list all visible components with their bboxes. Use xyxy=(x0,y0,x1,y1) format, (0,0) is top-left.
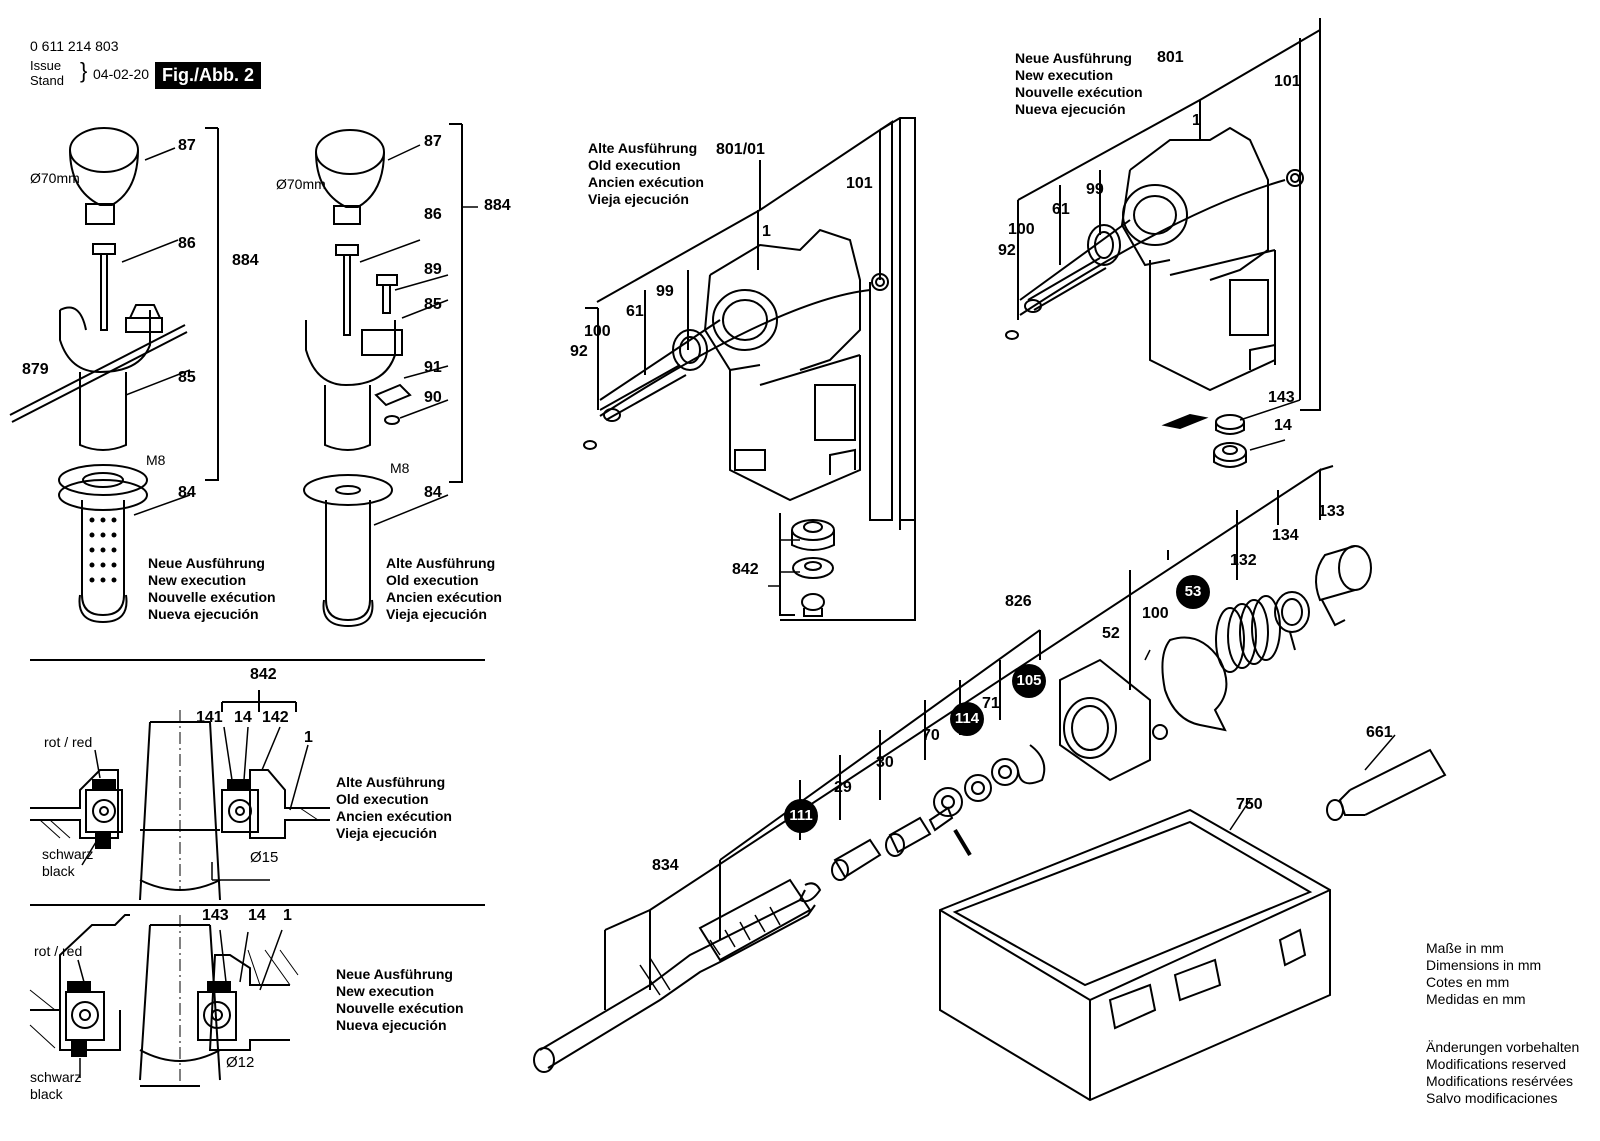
label-84-a: 84 xyxy=(178,484,196,501)
caption-old-housing: Alte Ausführung Old execution Ancien exé… xyxy=(588,140,704,207)
diameter-70-b: Ø70mm xyxy=(276,176,326,192)
badge-105: 105 xyxy=(1012,664,1046,698)
label-86-b: 86 xyxy=(424,206,442,223)
issue-date: 04-02-20 xyxy=(93,66,150,82)
seal-100 xyxy=(1161,636,1228,732)
label-101-new: 101 xyxy=(1274,73,1301,90)
label-100-new: 100 xyxy=(1008,221,1035,238)
label-87-a: 87 xyxy=(178,137,196,154)
label-91: 91 xyxy=(424,359,442,376)
caption-new-housing: Neue Ausführung New execution Nouvelle e… xyxy=(1015,50,1143,117)
label-101-old: 101 xyxy=(846,175,873,192)
diameter-12: Ø12 xyxy=(226,1054,255,1071)
label-14: 14 xyxy=(1274,417,1292,434)
badge-111: 111 xyxy=(784,799,818,833)
bearing-detail-new xyxy=(29,914,299,1090)
spring-132 xyxy=(1215,595,1281,673)
label-52: 52 xyxy=(1102,625,1120,642)
label-14-old: 14 xyxy=(234,709,252,726)
guide-sleeve-52 xyxy=(1059,658,1168,782)
label-99-new: 99 xyxy=(1086,181,1104,198)
part-number: 0 611 214 803 xyxy=(30,38,119,54)
m8-b: M8 xyxy=(390,460,410,476)
label-1-housing-old: 1 xyxy=(762,223,771,240)
label-884-a: 884 xyxy=(232,252,259,269)
badge-53: 53 xyxy=(1176,575,1210,609)
caption-new-detail: Neue Ausführung New execution Nouvelle e… xyxy=(336,966,464,1033)
dimensions-note: Maße in mm Dimensions in mm Cotes en mm … xyxy=(1426,940,1542,1007)
gear-housing-old xyxy=(583,228,889,502)
carrying-case-750 xyxy=(939,808,1331,1102)
label-884-b: 884 xyxy=(484,197,511,214)
schwarz-black-old: schwarz black xyxy=(42,846,94,879)
figure-label: Fig./Abb. 2 xyxy=(155,62,261,89)
label-141: 141 xyxy=(196,709,223,726)
diameter-15: Ø15 xyxy=(250,849,279,866)
bearing-stack-842 xyxy=(791,519,835,617)
label-1-new: 1 xyxy=(283,907,292,924)
label-143-detail: 143 xyxy=(202,907,229,924)
label-1-old: 1 xyxy=(304,729,313,746)
label-86-a: 86 xyxy=(178,235,196,252)
label-134: 134 xyxy=(1272,527,1299,544)
label-826: 826 xyxy=(1005,593,1032,610)
label-92-old: 92 xyxy=(570,343,588,360)
label-61-new: 61 xyxy=(1052,201,1070,218)
label-142: 142 xyxy=(262,709,289,726)
label-85-a: 85 xyxy=(178,369,196,386)
label-87-b: 87 xyxy=(424,133,442,150)
bearing-detail-old xyxy=(30,690,330,901)
handle-grip-dots-a xyxy=(89,517,117,583)
label-99-old: 99 xyxy=(656,283,674,300)
side-handle-old xyxy=(303,129,412,628)
label-842: 842 xyxy=(732,561,759,578)
gear-housing-new xyxy=(1005,126,1304,468)
issue-brace: } xyxy=(80,58,88,83)
m8-a: M8 xyxy=(146,452,166,468)
badge-114: 114 xyxy=(950,702,984,736)
ring-134 xyxy=(1274,591,1310,651)
label-801: 801 xyxy=(1157,49,1184,66)
label-92-new: 92 xyxy=(998,242,1016,259)
rot-red-old: rot / red xyxy=(44,734,93,750)
rot-red-new: rot / red xyxy=(34,943,83,959)
caption-old-detail: Alte Ausführung Old execution Ancien exé… xyxy=(336,774,452,841)
label-100-old: 100 xyxy=(584,323,611,340)
spindle-parts xyxy=(799,744,1046,903)
bracket-884-b xyxy=(449,123,463,483)
diameter-70-a: Ø70mm xyxy=(30,170,80,186)
label-30: 30 xyxy=(876,754,894,771)
drill-spindle xyxy=(533,878,816,1073)
label-29: 29 xyxy=(834,779,852,796)
schwarz-black-new: schwarz black xyxy=(30,1069,82,1102)
label-750: 750 xyxy=(1236,796,1263,813)
label-133: 133 xyxy=(1318,503,1345,520)
label-879: 879 xyxy=(22,361,49,378)
caption-old-b: Alte Ausführung Old execution Ancien exé… xyxy=(386,555,502,622)
label-143: 143 xyxy=(1268,389,1295,406)
label-14-new: 14 xyxy=(248,907,266,924)
label-71: 71 xyxy=(982,695,1000,712)
label-1-housing-new: 1 xyxy=(1192,112,1201,129)
label-84-b: 84 xyxy=(424,484,442,501)
label-70: 70 xyxy=(922,727,940,744)
label-61-old: 61 xyxy=(626,303,644,320)
label-100-lower: 100 xyxy=(1142,605,1169,622)
issue-label: Issue Stand xyxy=(30,58,64,88)
bracket-884-a xyxy=(205,127,219,481)
label-132: 132 xyxy=(1230,552,1257,569)
side-handle-new xyxy=(9,127,188,624)
label-90: 90 xyxy=(424,389,442,406)
caption-new-a: Neue Ausführung New execution Nouvelle e… xyxy=(148,555,276,622)
modifications-note: Änderungen vorbehalten Modifications res… xyxy=(1426,1039,1580,1106)
label-89: 89 xyxy=(424,261,442,278)
label-834: 834 xyxy=(652,857,679,874)
cap-133 xyxy=(1315,545,1372,627)
label-661: 661 xyxy=(1366,724,1393,741)
label-801-01: 801/01 xyxy=(716,141,765,158)
tube-661 xyxy=(1326,748,1447,821)
label-85-b: 85 xyxy=(424,296,442,313)
label-842-detail: 842 xyxy=(250,666,277,683)
